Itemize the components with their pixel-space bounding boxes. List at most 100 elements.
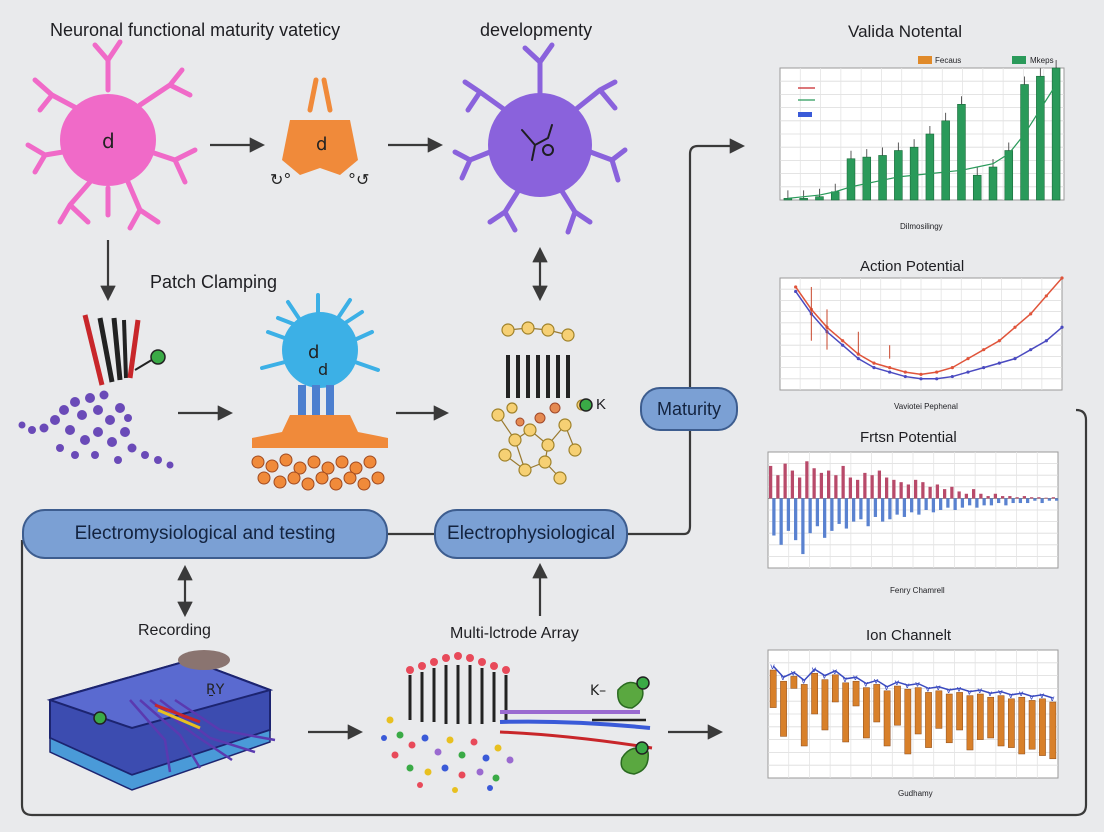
chart3-bar-negative bbox=[895, 498, 899, 515]
chart3-bar-positive bbox=[1015, 497, 1019, 499]
chart1-bar bbox=[894, 150, 903, 201]
chart3-bar-positive bbox=[892, 479, 896, 499]
chart2-point bbox=[903, 374, 907, 379]
chart3-xlabel: Fenry Chamrell bbox=[890, 586, 945, 595]
chart3-bar-negative bbox=[939, 498, 943, 510]
chart4-marker: v bbox=[853, 673, 858, 682]
chart2-point bbox=[872, 361, 876, 365]
chart3-bar-negative bbox=[873, 498, 878, 517]
chart4-marker: v bbox=[946, 686, 951, 695]
chart3-bar-positive bbox=[776, 475, 780, 499]
svg-text:K–: K– bbox=[590, 683, 606, 699]
chart4-bar bbox=[987, 696, 995, 739]
chart4-marker: v bbox=[801, 676, 806, 685]
chart3-bar-positive bbox=[993, 493, 998, 499]
svg-text:↻°: ↻° bbox=[270, 170, 291, 189]
chart3-bar-negative bbox=[815, 498, 820, 527]
chart1-mini-legend-blue bbox=[798, 112, 812, 117]
chart2-point bbox=[888, 370, 892, 374]
chart2-point bbox=[997, 339, 1001, 343]
chart3-bar-positive bbox=[964, 493, 969, 499]
chart1-bar bbox=[988, 166, 998, 201]
chart1-bar bbox=[799, 198, 808, 201]
chart2-point bbox=[841, 343, 845, 347]
chart3-bar-negative bbox=[772, 498, 776, 536]
chart3-bar-positive bbox=[1037, 497, 1041, 499]
chart3-bar-negative bbox=[975, 498, 979, 508]
channel-network-icon bbox=[491, 321, 593, 485]
chart4-marker: v bbox=[1029, 692, 1034, 701]
chart2-point bbox=[950, 374, 954, 379]
svg-text:d: d bbox=[316, 134, 327, 155]
chart4-marker: v bbox=[1008, 691, 1013, 700]
chart3-bar-negative bbox=[910, 498, 914, 513]
chart3-bar-positive bbox=[972, 489, 976, 499]
chart3-bar-negative bbox=[1040, 498, 1044, 504]
chart3-bar-negative bbox=[953, 498, 957, 510]
chart1-trend-line bbox=[787, 84, 1057, 199]
chart4-marker: v bbox=[791, 668, 796, 677]
chart1-bar bbox=[862, 156, 872, 201]
chart4-bar bbox=[894, 685, 901, 726]
chart3-bar-negative bbox=[794, 498, 798, 541]
chart2-title: Action Potential bbox=[860, 258, 965, 275]
chart3-bar-negative bbox=[1055, 498, 1059, 501]
chart1-bar bbox=[1036, 75, 1045, 201]
chart3-bar-positive bbox=[812, 468, 816, 499]
blue-neuron-icon: d d bbox=[251, 293, 388, 491]
chart4-bar bbox=[1018, 696, 1026, 755]
chart1-bar bbox=[957, 104, 966, 201]
chart2-point bbox=[935, 370, 939, 374]
chart4-marker: v bbox=[926, 684, 931, 693]
chart4-marker: v bbox=[812, 665, 817, 674]
svg-text:d: d bbox=[308, 342, 319, 363]
chart2-point bbox=[982, 348, 986, 352]
chart4-marker: v bbox=[874, 676, 879, 685]
chart3-bar-positive bbox=[805, 461, 809, 499]
chart2-point bbox=[903, 370, 907, 374]
orange-neuron-icon: d ↻° °↺ bbox=[270, 77, 369, 189]
development-title: developmenty bbox=[480, 20, 593, 40]
chart4-marker: v bbox=[781, 673, 786, 682]
chart3-bar-negative bbox=[1047, 498, 1052, 501]
chart3-bar-negative bbox=[931, 498, 936, 513]
chart3-bar-positive bbox=[863, 472, 867, 499]
chart3-bar-negative bbox=[852, 498, 856, 522]
chart3-bar-negative bbox=[917, 498, 921, 515]
chart3-bar-positive bbox=[798, 477, 802, 499]
recording-title: Recording bbox=[138, 622, 211, 639]
chart3-bar-positive bbox=[848, 477, 853, 499]
chart4-marker: v bbox=[843, 675, 848, 684]
chart1-bar bbox=[925, 133, 935, 201]
chart3-bar-positive bbox=[856, 479, 860, 499]
chart4-line bbox=[772, 665, 1054, 699]
chart2-point bbox=[966, 370, 970, 374]
chart1-bar bbox=[1004, 150, 1014, 201]
chart4-bar bbox=[873, 684, 881, 723]
chart2-point bbox=[841, 339, 845, 343]
chart1-legend-b: Mkeps bbox=[1030, 56, 1054, 65]
chart1-bar bbox=[846, 158, 856, 201]
patch-clamping-title: Patch Clamping bbox=[150, 272, 278, 292]
chart2-point bbox=[888, 366, 892, 370]
chart3-bar-negative bbox=[830, 498, 834, 531]
connectors bbox=[20, 137, 1088, 817]
chart3-bar-negative bbox=[801, 498, 805, 555]
chart4-bar bbox=[966, 695, 974, 751]
chart4-marker: v bbox=[957, 684, 962, 693]
chart3-bar-positive bbox=[906, 484, 911, 499]
chart2-point bbox=[1029, 348, 1033, 352]
chart1 bbox=[779, 56, 1065, 201]
chart1-bar bbox=[941, 120, 950, 201]
chart3-bar-positive bbox=[914, 479, 918, 499]
chart4-bar bbox=[790, 676, 798, 689]
chart4-bar bbox=[956, 692, 963, 731]
chart2-point bbox=[1060, 276, 1064, 280]
chart3-bar-negative bbox=[982, 498, 986, 506]
chart2-point bbox=[856, 357, 860, 361]
chart3-bar-positive bbox=[1030, 497, 1034, 499]
chart1-bar bbox=[1020, 84, 1029, 201]
chart3-bar-negative bbox=[866, 498, 870, 527]
chart1-bar bbox=[815, 196, 824, 201]
patch-clamp-icon bbox=[18, 314, 174, 469]
